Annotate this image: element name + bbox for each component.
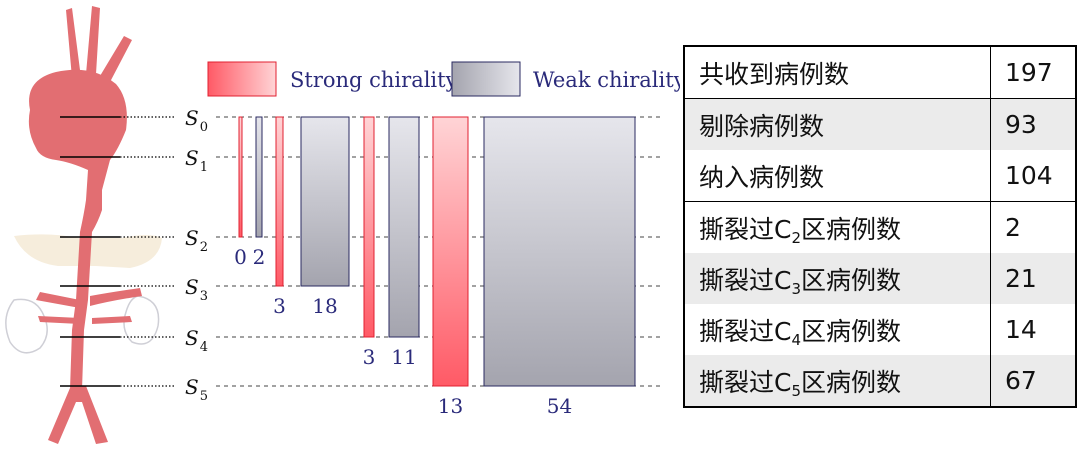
row-label: 纳入病例数 (683, 150, 991, 202)
level-label-s1: S1 (185, 146, 208, 175)
bar-value-label-7: 54 (547, 394, 572, 418)
row-label: 共收到病例数 (683, 46, 991, 99)
row-label: 撕裂过C3区病例数 (683, 253, 991, 304)
legend-strong-label: Strong chirality (290, 68, 458, 92)
legend-strong-swatch (207, 61, 277, 97)
left-kidney-shape (5, 298, 48, 354)
aorta-illustration (5, 6, 162, 444)
level-label-s4: S4 (185, 326, 208, 355)
bar-value-label-2: 3 (273, 294, 286, 318)
level-label-s2: S2 (185, 226, 208, 255)
bar-strong-4 (363, 116, 375, 338)
bar-value-label-3: 18 (312, 294, 337, 318)
level-label-s5: S5 (185, 375, 208, 404)
aorta-chirality-diagram: Strong chirality Weak chirality S0S1S2S3… (5, 6, 680, 444)
bar-strong-6 (432, 116, 469, 387)
bar-value-label-4: 3 (363, 345, 376, 369)
row-value: 21 (990, 253, 1077, 304)
legend: Strong chirality Weak chirality (207, 61, 680, 97)
bar-strong-0 (238, 116, 243, 238)
renal-branches (36, 288, 142, 324)
right-kidney-shape (123, 295, 160, 345)
legend-weak-swatch (451, 61, 521, 97)
bar-weak-5 (388, 116, 420, 338)
bar-value-label-5: 11 (391, 345, 416, 369)
arch-branches (66, 6, 132, 82)
bar-value-label-6: 13 (438, 394, 463, 418)
aortic-arch (28, 69, 127, 390)
bar-weak-3 (300, 116, 350, 287)
row-label: 撕裂过C4区病例数 (683, 304, 991, 355)
legend-weak-label: Weak chirality (533, 68, 680, 92)
row-label: 撕裂过C5区病例数 (683, 355, 991, 407)
level-label-s0: S0 (185, 106, 208, 135)
bar-value-label-0: 0 (234, 245, 247, 269)
row-value: 2 (990, 201, 1077, 253)
row-value: 197 (990, 46, 1077, 99)
row-value: 14 (990, 304, 1077, 355)
level-label-s3: S3 (185, 275, 208, 304)
row-label: 撕裂过C2区病例数 (683, 201, 991, 253)
row-value: 93 (990, 98, 1077, 150)
bar-weak-1 (255, 116, 263, 238)
bar-strong-2 (275, 116, 284, 287)
bar-value-label-1: 2 (253, 245, 266, 269)
row-value: 67 (990, 355, 1077, 407)
row-label: 剔除病例数 (683, 98, 991, 150)
iliac-branches (48, 386, 108, 444)
bar-weak-7 (483, 116, 636, 387)
row-value: 104 (990, 150, 1077, 202)
